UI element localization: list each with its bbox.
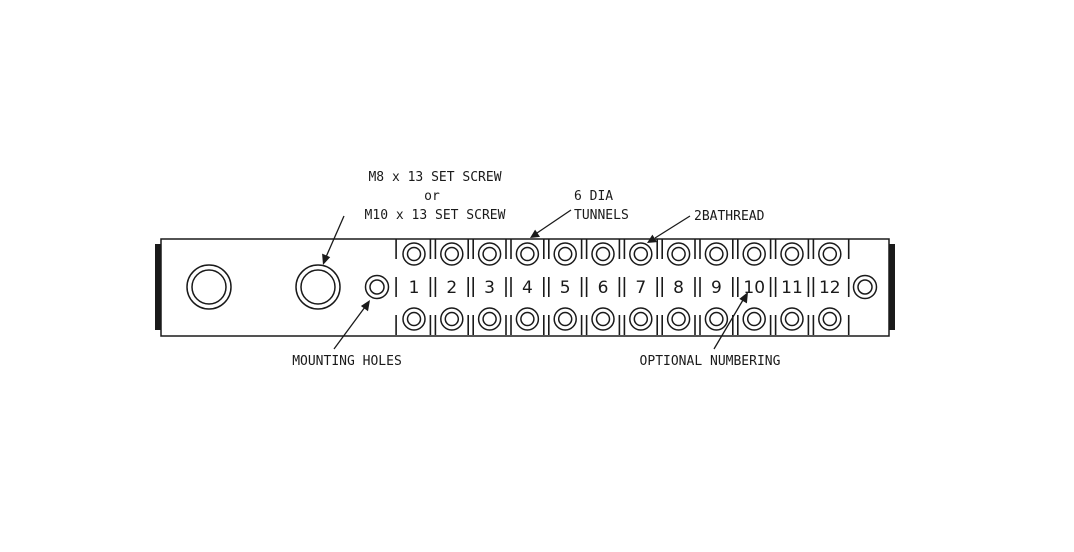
- top-tunnel-hole: [402, 242, 426, 266]
- terminal-number: 1: [409, 278, 420, 298]
- bottom-tunnel-hole: [629, 307, 653, 331]
- tunnels-label-line2: TUNNELS: [574, 208, 629, 223]
- tunnels-leader: [530, 209, 572, 238]
- top-tunnel-hole: [477, 242, 502, 266]
- strip-outline: [160, 238, 890, 337]
- terminal-number: 12: [819, 278, 841, 298]
- terminal-number: 3: [484, 278, 495, 298]
- bottom-tunnel-hole: [591, 307, 615, 331]
- terminal-number: 7: [635, 278, 646, 298]
- terminal-5: 5: [553, 242, 577, 331]
- mounting-hole-right: [852, 274, 878, 300]
- terminal-3: 3: [477, 242, 502, 331]
- right-end-cap: [889, 244, 895, 330]
- terminal-number: 9: [711, 278, 722, 298]
- top-tunnel-hole: [666, 242, 691, 266]
- bottom-tunnel-hole: [402, 307, 426, 331]
- thread-leader: [647, 215, 691, 243]
- top-tunnel-hole: [629, 242, 653, 266]
- top-tunnel-hole: [591, 242, 615, 266]
- large-hole-left: [186, 264, 232, 310]
- top-tunnel-hole: [742, 242, 766, 266]
- terminal-number: 8: [673, 278, 684, 298]
- terminal-6: 6: [591, 242, 615, 331]
- bottom-tunnel-hole: [704, 307, 729, 331]
- terminal-1: 1: [402, 242, 426, 331]
- set-screw-label-line2: M10 x 13 SET SCREW: [365, 208, 506, 223]
- terminal-2: 2: [440, 242, 464, 331]
- bottom-tunnel-hole: [780, 307, 804, 331]
- large-hole-set-screw: [295, 264, 341, 310]
- bottom-tunnel-hole: [440, 307, 464, 331]
- optional-numbering-leader: [713, 292, 748, 350]
- set-screw-leader: [322, 215, 345, 265]
- optional-numbering-label: OPTIONAL NUMBERING: [640, 354, 781, 369]
- top-tunnel-hole: [553, 242, 577, 266]
- top-tunnel-hole: [704, 242, 729, 266]
- mounting-hole-left: [364, 274, 390, 300]
- terminal-10: 10: [742, 242, 766, 331]
- terminal-8: 8: [666, 242, 691, 331]
- terminal-dividers: [395, 239, 850, 335]
- top-tunnel-hole: [440, 242, 464, 266]
- bottom-tunnel-hole: [666, 307, 691, 331]
- mounting-holes-leader: [333, 300, 370, 350]
- terminal-11: 11: [780, 242, 804, 331]
- terminal-9: 9: [704, 242, 729, 331]
- terminal-number: 5: [560, 278, 571, 298]
- terminal-4: 4: [515, 242, 540, 331]
- left-end-cap: [155, 244, 161, 330]
- terminal-12: 12: [818, 242, 842, 331]
- bottom-tunnel-hole: [818, 307, 842, 331]
- terminal-number: 2: [446, 278, 457, 298]
- top-tunnel-hole: [780, 242, 804, 266]
- mounting-holes-label: MOUNTING HOLES: [292, 354, 402, 369]
- bottom-tunnel-hole: [742, 307, 766, 331]
- top-tunnel-hole: [515, 242, 540, 266]
- terminal-number: 10: [743, 278, 765, 298]
- bottom-tunnel-hole: [515, 307, 540, 331]
- terminal-number: 11: [781, 278, 803, 298]
- annotations: M8 x 13 SET SCREW or M10 x 13 SET SCREW …: [292, 170, 780, 369]
- terminal-number: 4: [522, 278, 533, 298]
- top-tunnel-hole: [818, 242, 842, 266]
- set-screw-label-line1: M8 x 13 SET SCREW: [368, 170, 501, 185]
- bottom-tunnel-hole: [553, 307, 577, 331]
- strip-body: [155, 238, 895, 337]
- thread-label: 2BATHREAD: [694, 209, 765, 224]
- terminal-7: 7: [629, 242, 653, 331]
- tunnels-label-line1: 6 DIA: [574, 189, 613, 204]
- terminal-number: 6: [598, 278, 609, 298]
- bottom-tunnel-hole: [477, 307, 502, 331]
- set-screw-label-or: or: [424, 189, 440, 204]
